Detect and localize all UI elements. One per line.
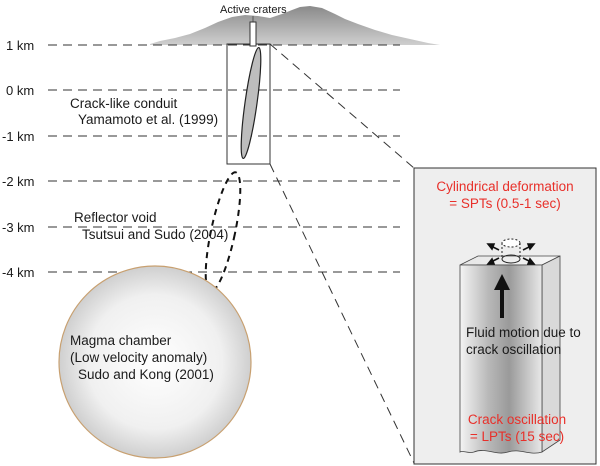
fluid-motion-label: Fluid motion due to — [466, 325, 581, 340]
depth-label-1km: 1 km — [6, 38, 34, 53]
spts-label: = SPTs (0.5-1 sec) — [449, 196, 560, 211]
conduit-citation: Yamamoto et al. (1999) — [78, 112, 218, 127]
depth-label-0km: 0 km — [6, 83, 34, 98]
magma-chamber-line2: (Low velocity anomaly) — [70, 350, 207, 365]
crack-block-front — [459, 264, 543, 454]
cylinder-icon — [501, 238, 521, 264]
active-craters-label: Active craters — [220, 4, 287, 16]
conduit-title: Crack-like conduit — [70, 96, 178, 111]
magma-chamber-line1: Magma chamber — [70, 333, 172, 348]
conduit-pipe — [249, 21, 257, 47]
reflector-citation: Tsutsui and Sudo (2004) — [82, 227, 228, 242]
reflector-title: Reflector void — [74, 210, 157, 225]
magma-chamber-circle — [58, 265, 252, 459]
deformation-arrows-icon — [486, 243, 536, 265]
crack-oscillation-sub-label: crack oscillation — [466, 342, 561, 357]
depth-label-minus2km: -2 km — [2, 174, 35, 189]
fluid-motion-arrow-icon — [494, 274, 510, 318]
crack-oscillation-label: Crack oscillation — [468, 412, 566, 427]
depth-lines — [48, 44, 400, 273]
depth-label-minus1km: -1 km — [2, 129, 35, 144]
conduit-box — [226, 43, 271, 165]
reflector-void-ellipse — [204, 171, 242, 293]
cylindrical-deformation-label: Cylindrical deformation — [436, 179, 573, 194]
depth-labels: 1 km 0 km -1 km -2 km -3 km -4 km — [2, 38, 35, 280]
lpts-label: = LPTs (15 sec) — [470, 429, 564, 444]
mountain-silhouette — [150, 6, 440, 45]
depth-label-minus4km: -4 km — [2, 265, 35, 280]
inset-panel: Cylindrical deformation = SPTs (0.5-1 se… — [413, 167, 597, 465]
crack-conduit-ellipse — [240, 46, 262, 160]
magma-chamber-citation: Sudo and Kong (2001) — [78, 367, 214, 382]
depth-label-minus3km: -3 km — [2, 220, 35, 235]
inset-connector-lines — [269, 43, 415, 464]
